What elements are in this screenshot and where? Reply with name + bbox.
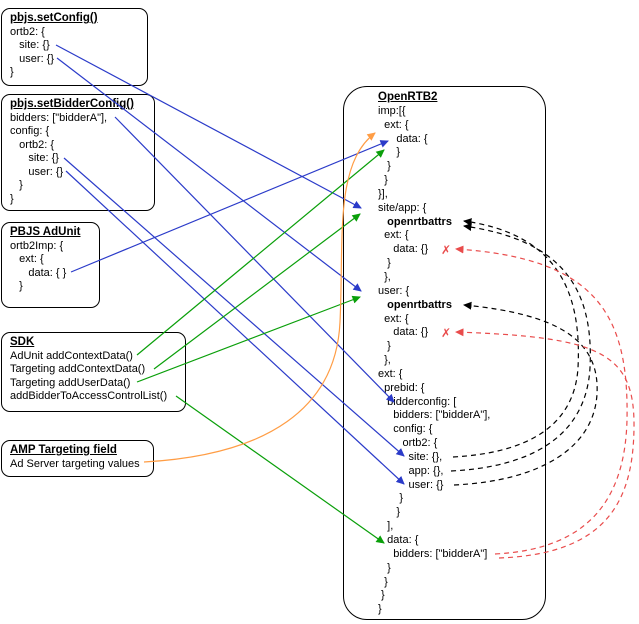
code-line: }: [378, 146, 401, 159]
code-line: Ad Server targeting values: [10, 457, 140, 470]
code-line: site: {}: [10, 39, 50, 51]
code-line: },: [378, 354, 391, 367]
code-line: bidders: ["bidderA"]: [378, 547, 488, 560]
code-line: ext: {: [10, 253, 44, 265]
code-line: data: { }: [10, 266, 67, 279]
code-line: }: [378, 492, 404, 505]
code-line: user: {}: [10, 165, 64, 178]
rejected-x-icon: ✗: [441, 326, 452, 340]
box-title: pbjs.setConfig(): [10, 12, 98, 24]
code-line: ],: [378, 520, 394, 533]
code-line: }: [378, 589, 385, 602]
box-pbjs-setbidderconfig: pbjs.setBidderConfig() bidders: ["bidder…: [1, 94, 155, 211]
code-line: }: [378, 506, 401, 519]
code-line: }: [378, 160, 391, 173]
code-line: ortb2: {: [378, 437, 438, 450]
code-line: imp:[{: [378, 104, 406, 117]
code-line-openrtbattrs: openrtbattrs: [378, 298, 452, 311]
code-line: }: [378, 174, 388, 187]
code-line: ext: {: [378, 118, 409, 131]
code-line: data: {}: [378, 243, 429, 256]
code-line: site: {},: [378, 450, 443, 463]
code-line: ext: {: [378, 312, 409, 325]
code-line: site/app: {: [378, 201, 427, 214]
code-line: site: {}: [10, 152, 59, 164]
code-line: config: {: [10, 125, 50, 137]
code-line: config: {: [378, 423, 433, 436]
code-line: AdUnit addContextData(): [10, 349, 133, 362]
code-line: data: {: [378, 534, 419, 546]
code-line: }: [378, 575, 388, 588]
code-line: user: {: [378, 284, 410, 297]
code-line: }: [378, 340, 391, 353]
code-line-openrtbattrs: openrtbattrs: [378, 215, 452, 228]
code-line: ext: {: [378, 229, 409, 242]
box-pbjs-setconfig: pbjs.setConfig() ortb2: { site: {} user:…: [1, 8, 148, 86]
box-sdk: SDK AdUnit addContextData() Targeting ad…: [1, 332, 186, 412]
arrow-amp-to-imp-ext-data: [143, 132, 376, 463]
code-line: }: [10, 280, 23, 292]
box-amp-targeting: AMP Targeting field Ad Server targeting …: [1, 440, 154, 477]
rejected-x-icon: ✗: [441, 243, 452, 257]
code-line: user: {}: [378, 478, 444, 491]
code-line: }: [378, 603, 382, 616]
code-line: bidders: ["bidderA"],: [378, 409, 491, 422]
code-line: ortb2: {: [10, 25, 45, 38]
code-line: bidderconfig: [: [378, 395, 457, 408]
code-line: bidders: ["bidderA"],: [10, 111, 108, 124]
box-title: AMP Targeting field: [10, 444, 117, 456]
box-title: SDK: [10, 336, 35, 348]
code-line: user: {}: [10, 52, 55, 65]
code-line: }: [378, 561, 391, 574]
box-pbjs-adunit: PBJS AdUnit ortb2Imp: { ext: { data: { }…: [1, 222, 100, 308]
code-line: }: [378, 257, 391, 270]
code-line: },: [378, 270, 391, 283]
code-line: Targeting addUserData(): [10, 376, 131, 389]
code-line: data: {}: [378, 326, 429, 339]
box-title: OpenRTB2: [378, 91, 438, 103]
code-line: prebid: {: [378, 381, 425, 394]
code-line: }],: [378, 187, 388, 200]
code-line: data: {: [378, 132, 428, 145]
code-line: }: [10, 179, 23, 191]
code-line: ortb2: {: [10, 138, 55, 151]
code-line: ortb2Imp: {: [10, 239, 64, 252]
code-line: Targeting addContextData(): [10, 363, 146, 375]
code-line: addBidderToAccessControlList(): [10, 390, 168, 402]
code-line: }: [10, 66, 14, 78]
box-openrtb2: OpenRTB2 imp:[{ ext: { data: { } } } }],…: [343, 86, 546, 620]
code-line: }: [10, 192, 14, 205]
code-line: app: {},: [378, 464, 444, 477]
box-title: pbjs.setBidderConfig(): [10, 98, 134, 110]
code-line: ext: {: [378, 367, 403, 380]
box-title: PBJS AdUnit: [10, 226, 81, 238]
